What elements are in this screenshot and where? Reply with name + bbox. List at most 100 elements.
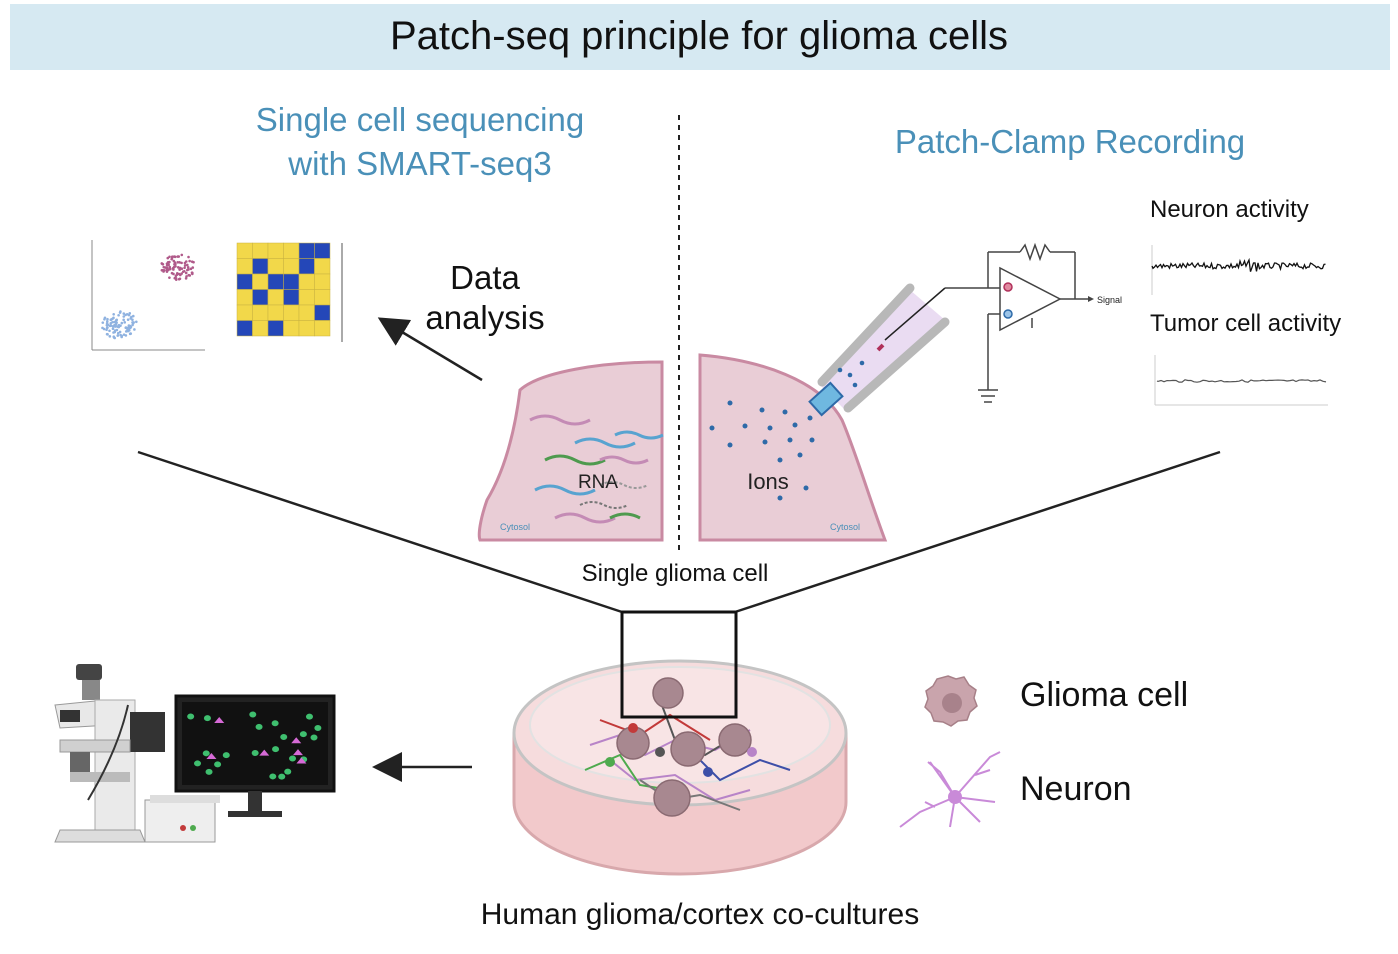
single-cell-label: Single glioma cell bbox=[581, 560, 769, 587]
umap-point-pink bbox=[178, 277, 182, 281]
umap-plot bbox=[91, 240, 205, 351]
umap-point-blue bbox=[123, 321, 127, 324]
patch-pipette bbox=[808, 283, 950, 417]
umap-point-blue bbox=[106, 333, 109, 336]
monitor-neuron bbox=[259, 749, 270, 756]
monitor-neuron bbox=[291, 737, 302, 744]
umap-point-pink bbox=[168, 276, 171, 279]
heatmap-cell bbox=[236, 289, 253, 306]
umap-point-pink bbox=[166, 256, 170, 260]
umap-point-blue bbox=[119, 324, 122, 327]
umap-point-pink bbox=[172, 272, 175, 276]
umap-point-pink bbox=[188, 259, 191, 263]
neuron-activity-trace bbox=[1151, 245, 1326, 295]
monitor bbox=[174, 694, 336, 817]
umap-point-pink bbox=[187, 255, 190, 259]
umap-point-pink bbox=[177, 272, 181, 276]
monitor-cell bbox=[278, 773, 286, 780]
umap-point-pink bbox=[186, 263, 189, 267]
heatmap-cell bbox=[314, 273, 331, 290]
umap-point-pink bbox=[167, 268, 170, 272]
heatmap-cell bbox=[236, 242, 253, 259]
heatmap-cell bbox=[283, 273, 300, 290]
umap-point-pink bbox=[162, 269, 166, 272]
cell-right bbox=[698, 353, 888, 542]
monitor-cell bbox=[222, 752, 230, 759]
heatmap-cell bbox=[267, 289, 284, 306]
umap-point-pink bbox=[176, 266, 180, 269]
patch-clamp-title: Patch-Clamp Recording bbox=[894, 123, 1246, 160]
umap-point-pink bbox=[180, 267, 184, 270]
umap-point-pink bbox=[166, 261, 170, 264]
umap-point-pink bbox=[184, 277, 188, 280]
umap-point-blue bbox=[112, 335, 116, 338]
monitor-cell bbox=[284, 768, 292, 775]
umap-point-blue bbox=[115, 321, 118, 324]
umap-point-blue bbox=[131, 318, 134, 322]
umap-point-blue bbox=[133, 328, 136, 331]
heatmap-cell bbox=[252, 320, 269, 337]
umap-point-pink bbox=[170, 255, 174, 259]
monitor-cell bbox=[269, 773, 277, 780]
heatmap-cell bbox=[298, 304, 315, 321]
umap-point-blue bbox=[108, 324, 112, 328]
umap-point-pink bbox=[180, 253, 184, 257]
umap-point-blue bbox=[115, 318, 119, 322]
umap-point-pink bbox=[168, 266, 172, 270]
umap-point-blue bbox=[113, 330, 117, 334]
amplifier-circuit bbox=[945, 242, 1090, 403]
sequencing-title-line1: Single cell sequencing bbox=[255, 101, 585, 138]
umap-point-blue bbox=[124, 326, 128, 329]
heatmap-cell bbox=[252, 273, 269, 290]
umap-point-blue bbox=[108, 335, 112, 338]
heatmap-cell bbox=[236, 304, 253, 321]
monitor-cell bbox=[289, 755, 297, 762]
umap-point-blue bbox=[108, 329, 111, 333]
umap-point-blue bbox=[122, 312, 126, 315]
umap-point-blue bbox=[119, 310, 122, 313]
sequencing-title-line2: with SMART-seq3 bbox=[288, 145, 552, 182]
heatmap-cell bbox=[298, 258, 315, 275]
cell-left bbox=[477, 360, 664, 542]
umap-point-pink bbox=[165, 264, 169, 267]
monitor-neuron bbox=[214, 717, 225, 724]
heatmap-cell bbox=[314, 320, 331, 337]
rna-label: RNA bbox=[578, 472, 618, 493]
heatmap-cell bbox=[298, 242, 315, 259]
umap-point-pink bbox=[172, 259, 176, 263]
umap-point-pink bbox=[173, 255, 177, 259]
umap-point-pink bbox=[183, 264, 187, 267]
legend-neuron-label: Neuron bbox=[1020, 770, 1132, 808]
signal-label: Signal bbox=[1097, 295, 1122, 305]
monitor-cell bbox=[249, 711, 257, 718]
umap-point-blue bbox=[131, 323, 134, 327]
monitor-cell bbox=[272, 746, 280, 753]
umap-point-pink bbox=[170, 257, 173, 261]
heatmap bbox=[236, 242, 331, 337]
umap-point-blue bbox=[113, 320, 116, 324]
heatmap-cell bbox=[283, 320, 300, 337]
umap-point-blue bbox=[116, 331, 120, 335]
ions-label: Ions bbox=[747, 469, 789, 494]
monitor-cell bbox=[280, 733, 288, 740]
umap-point-pink bbox=[180, 261, 183, 265]
culture-label: Human glioma/cortex co-cultures bbox=[480, 898, 920, 931]
data-analysis-arrow bbox=[377, 317, 483, 382]
heatmap-cell bbox=[298, 273, 315, 290]
heatmap-cell bbox=[267, 258, 284, 275]
heatmap-cell bbox=[314, 258, 331, 275]
tumor-activity-label: Tumor cell activity bbox=[1150, 310, 1342, 337]
monitor-cell bbox=[202, 750, 210, 757]
cytosol-right-label: Cytosol bbox=[830, 522, 860, 532]
umap-point-blue bbox=[131, 314, 135, 318]
umap-point-blue bbox=[117, 313, 120, 317]
monitor-neuron bbox=[292, 749, 303, 756]
monitor-cell bbox=[255, 723, 263, 730]
heatmap-cell bbox=[236, 320, 253, 337]
tumor-activity-trace bbox=[1154, 355, 1328, 406]
monitor-cell bbox=[271, 720, 279, 727]
monitor-cell bbox=[187, 713, 195, 720]
page-title: Patch-seq principle for glioma cells bbox=[389, 14, 1009, 58]
umap-point-blue bbox=[105, 321, 109, 325]
umap-point-pink bbox=[176, 255, 180, 258]
